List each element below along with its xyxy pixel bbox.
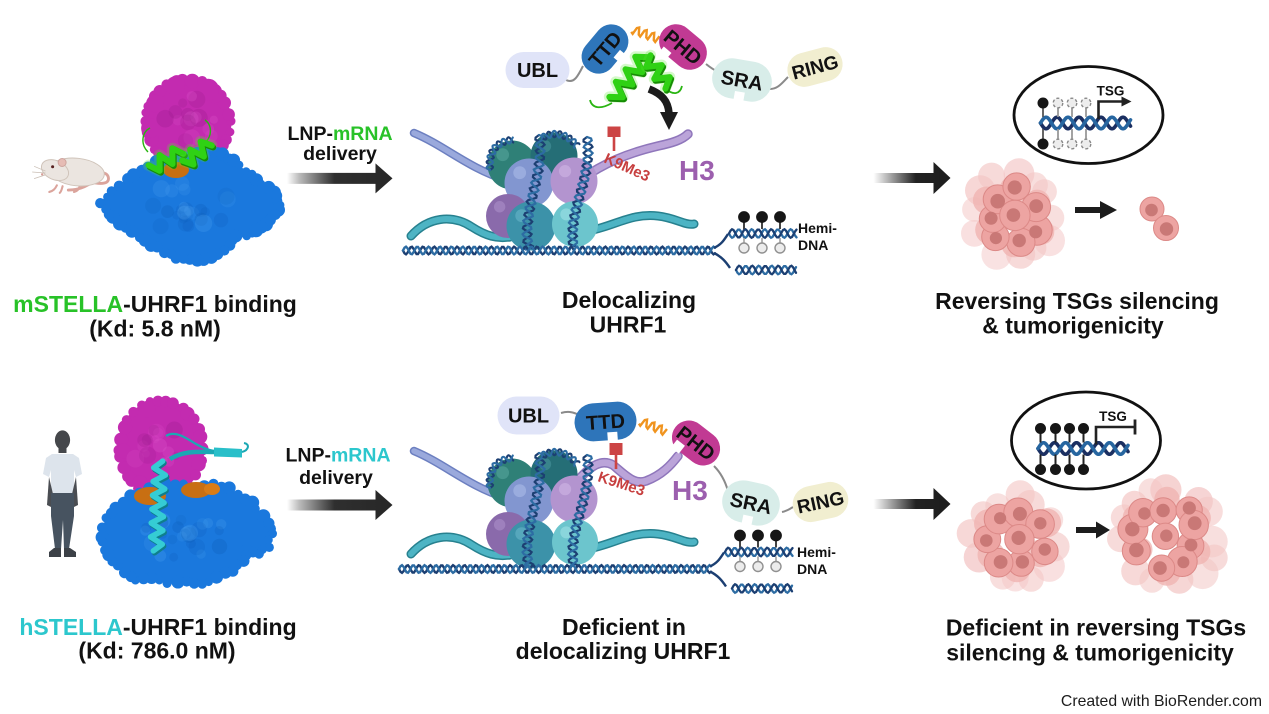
svg-text:(Kd: 786.0 nM): (Kd: 786.0 nM) [78, 638, 235, 664]
svg-text:delivery: delivery [303, 143, 377, 165]
svg-text:LNP-mRNA: LNP-mRNA [287, 123, 392, 145]
svg-text:UBL: UBL [508, 406, 549, 428]
svg-text:Hemi-: Hemi- [798, 220, 837, 236]
svg-text:Deficient in reversing TSGs: Deficient in reversing TSGs [946, 615, 1246, 641]
svg-text:& tumorigenicity: & tumorigenicity [982, 313, 1164, 339]
svg-text:delocalizing UHRF1: delocalizing UHRF1 [516, 638, 731, 664]
svg-text:TTD: TTD [585, 410, 625, 435]
svg-text:Reversing TSGs silencing: Reversing TSGs silencing [935, 288, 1219, 314]
svg-text:LNP-mRNA: LNP-mRNA [285, 445, 390, 467]
svg-text:H3: H3 [679, 155, 715, 186]
svg-text:Delocalizing: Delocalizing [562, 287, 696, 313]
svg-text:DNA: DNA [798, 237, 828, 253]
svg-text:(Kd: 5.8 nM): (Kd: 5.8 nM) [89, 316, 221, 342]
svg-text:TSG: TSG [1097, 84, 1125, 99]
svg-text:Deficient in: Deficient in [562, 614, 686, 640]
svg-text:Hemi-: Hemi- [797, 544, 836, 560]
svg-text:H3: H3 [672, 475, 708, 506]
svg-text:DNA: DNA [797, 561, 827, 577]
svg-text:delivery: delivery [299, 467, 373, 489]
svg-text:silencing & tumorigenicity: silencing & tumorigenicity [946, 640, 1234, 666]
svg-text:hSTELLA-UHRF1 binding: hSTELLA-UHRF1 binding [19, 614, 296, 640]
svg-text:mSTELLA-UHRF1 binding: mSTELLA-UHRF1 binding [13, 291, 297, 317]
svg-text:TSG: TSG [1099, 409, 1127, 424]
svg-text:Created with BioRender.com: Created with BioRender.com [1061, 693, 1262, 710]
svg-text:UBL: UBL [517, 60, 558, 82]
svg-text:UHRF1: UHRF1 [590, 312, 667, 338]
